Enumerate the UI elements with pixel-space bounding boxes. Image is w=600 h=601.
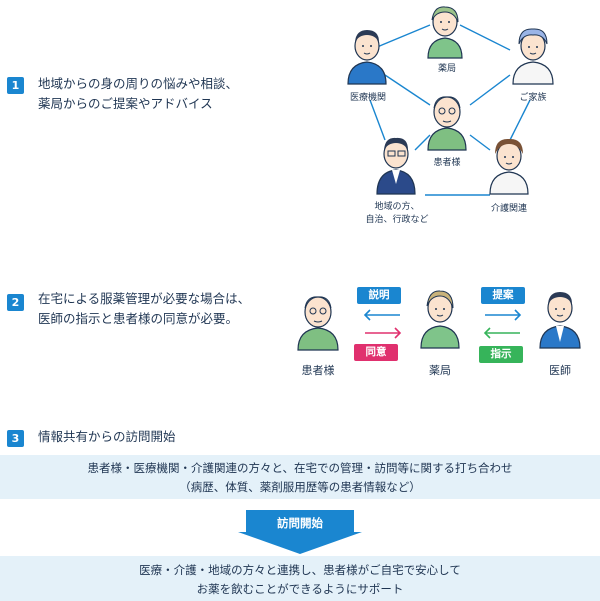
instruct-tag: 指示 <box>479 346 523 363</box>
explain-tag: 説明 <box>357 287 401 304</box>
visit-start-label: 訪問開始 <box>277 516 323 530</box>
step-1-text: 地域からの身の周りの悩みや相談、 薬局からのご提案やアドバイス <box>38 74 238 114</box>
arrow-right-consent-icon <box>365 327 402 339</box>
step2-pharmacist-figure-icon <box>420 290 460 349</box>
network-label-community-line2: 自治、行政など <box>365 215 429 225</box>
pharmacist-figure-icon <box>427 6 463 59</box>
step-2-text-line2: 医師の指示と患者様の同意が必要。 <box>38 311 239 326</box>
step-1-text-line2: 薬局からのご提案やアドバイス <box>38 96 213 111</box>
step-2-number: 2 <box>7 294 24 311</box>
arrow-left-explain-icon <box>363 309 400 321</box>
network-label-community: 地域の方、 自治、行政など <box>352 199 442 225</box>
medical-staff-figure-icon <box>347 30 387 85</box>
step2-arrows <box>363 309 522 339</box>
community-figure-icon <box>376 137 416 195</box>
step-2-text: 在宅による服薬管理が必要な場合は、 医師の指示と患者様の同意が必要。 <box>38 289 250 329</box>
network-label-medical: 医療機関 <box>349 93 386 103</box>
network-lines <box>369 24 531 196</box>
network-label-patient: 患者様 <box>433 158 461 168</box>
step2-patient-figure-icon <box>297 296 339 351</box>
visit-start-arrow-icon <box>238 510 362 554</box>
support-band: 医療・介護・地域の方々と連携し、患者様がご自宅で安心して お薬を飲むことができる… <box>0 556 600 601</box>
step-3-text: 情報共有からの訪問開始 <box>38 429 176 444</box>
step2-doctor-figure-icon <box>539 292 581 349</box>
support-line2: お薬を飲むことができるようにサポート <box>196 582 404 596</box>
family-figure-icon <box>512 28 554 85</box>
support-line1: 医療・介護・地域の方々と連携し、患者様がご自宅で安心して <box>139 563 461 577</box>
care-worker-figure-icon <box>489 138 529 195</box>
info-sharing-line2: （病歴、体質、薬剤服用歴等の患者情報など） <box>179 480 421 494</box>
step2-label-doctor: 医師 <box>549 364 571 377</box>
step2-label-patient: 患者様 <box>301 364 335 377</box>
step-3-number: 3 <box>7 430 24 447</box>
info-sharing-band: 患者様・医療機関・介護関連の方々と、在宅での管理・訪問等に関する打ち合わせ （病… <box>0 455 600 499</box>
network-label-family: ご家族 <box>519 93 547 103</box>
network-label-pharmacy: 薬局 <box>437 64 456 74</box>
step-2-text-line1: 在宅による服薬管理が必要な場合は、 <box>38 291 251 306</box>
patient-figure-icon <box>427 96 467 151</box>
arrow-left-instruct-icon <box>483 327 520 339</box>
info-sharing-line1: 患者様・医療機関・介護関連の方々と、在宅での管理・訪問等に関する打ち合わせ <box>87 461 513 475</box>
network-label-community-line1: 地域の方、 <box>374 202 420 212</box>
consent-tag: 同意 <box>354 344 398 361</box>
arrow-right-propose-icon <box>485 309 522 321</box>
network-label-care: 介護関連 <box>490 204 527 214</box>
step-1-text-line1: 地域からの身の周りの悩みや相談、 <box>38 76 239 91</box>
step2-label-pharmacy: 薬局 <box>429 364 451 377</box>
step-1-number: 1 <box>7 77 24 94</box>
propose-tag: 提案 <box>481 287 525 304</box>
